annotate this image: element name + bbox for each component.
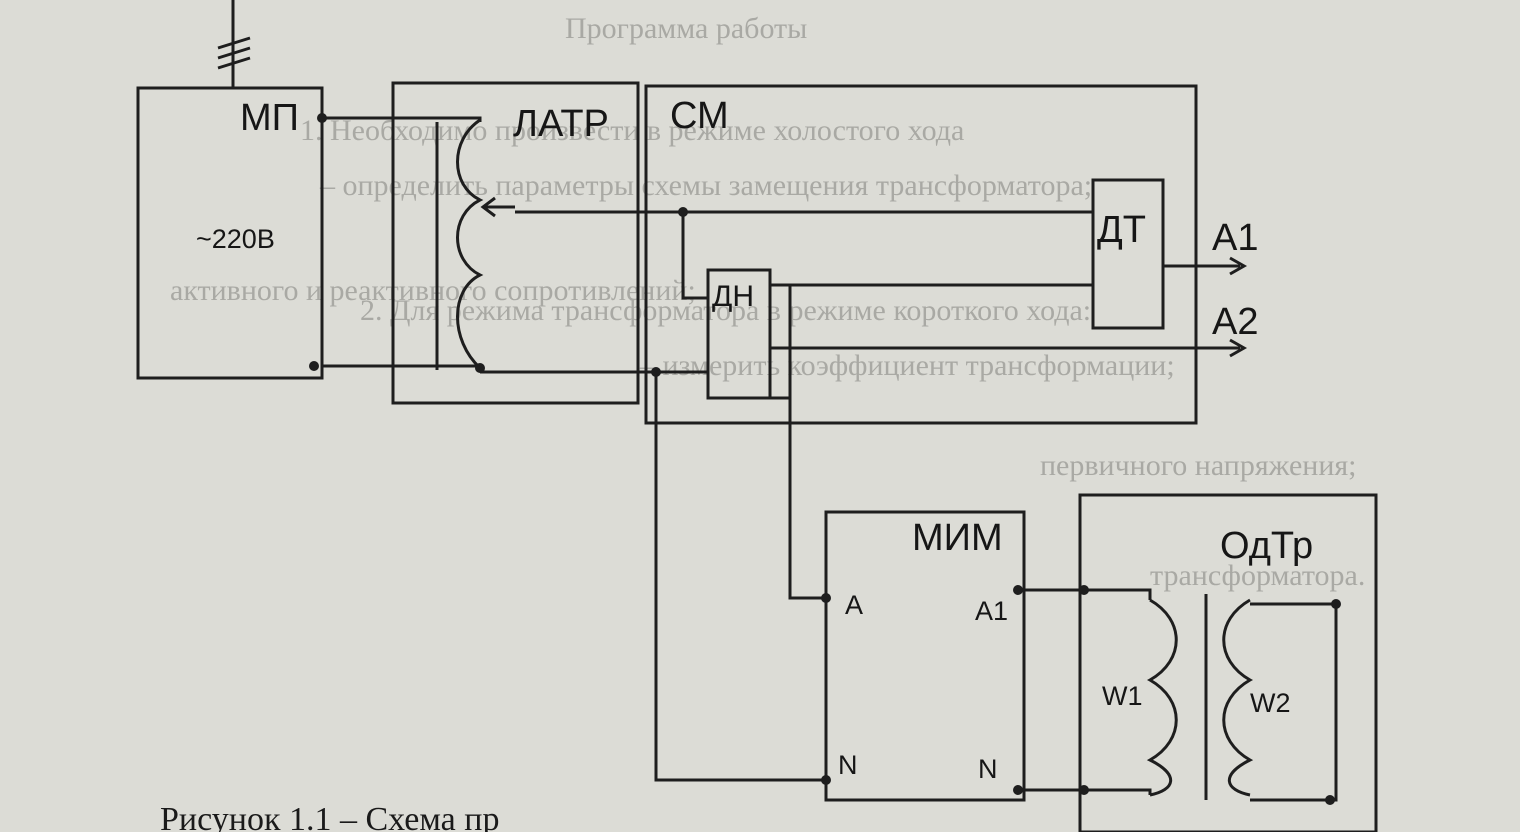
odtr-w1-label: W1	[1102, 681, 1143, 711]
bleed-line-7: первичного напряжения;	[1040, 449, 1357, 482]
mim-label: МИМ	[912, 517, 1003, 559]
supply-hatch	[217, 0, 251, 88]
junction-dn-branch	[678, 207, 688, 217]
junction-mim-a	[821, 593, 831, 603]
bleed-line-3: – определить параметры схемы замещения т…	[319, 169, 1092, 202]
odtr-coil-w1	[1146, 598, 1178, 797]
junction-odtr-out-top	[1331, 599, 1341, 609]
dt-label: ДТ	[1097, 209, 1146, 251]
block-latr: ЛАТР	[391, 81, 640, 405]
bleed-line-6: – измерить коэффициент трансформации;	[639, 349, 1175, 382]
junction-neutral	[651, 367, 661, 377]
block-odtr: ОдТр W1 W2	[1078, 493, 1378, 832]
junction-mim-n-out	[1013, 785, 1023, 795]
bleed-through-text: Программа работы 1. Необходимо произвест…	[170, 12, 1365, 592]
latr-label: ЛАТР	[513, 103, 609, 145]
bleed-line-1: Программа работы	[565, 12, 807, 45]
odtr-label: ОдТр	[1220, 525, 1313, 567]
mim-pin-n: N	[838, 750, 858, 780]
mim-pin-n-out: N	[978, 754, 998, 784]
junction-mp-bottom	[309, 361, 319, 371]
junction-odtr-in-top	[1079, 585, 1089, 595]
dn-label: ДН	[712, 280, 754, 313]
block-mim: МИМ A N A1 N	[824, 510, 1026, 802]
block-dt: ДТ	[1091, 178, 1165, 330]
junction-mp-top	[317, 113, 327, 123]
mim-pin-a1: A1	[975, 596, 1008, 626]
junction-latr-bottom	[475, 363, 485, 373]
bleed-line-8: трансформатора.	[1150, 559, 1365, 592]
block-dn: ДН	[706, 268, 772, 400]
junction-odtr-in-bottom	[1079, 785, 1089, 795]
bleed-line-5: 2. Для режима трансформатора в режиме ко…	[360, 294, 1091, 327]
mp-voltage-label: ~220В	[196, 224, 275, 254]
junction-mim-a1	[1013, 585, 1023, 595]
odtr-coil-w2	[1222, 598, 1254, 797]
block-mp: МП ~220В	[136, 86, 324, 380]
junction-odtr-out-bottom	[1325, 795, 1335, 805]
sm-label: СМ	[670, 95, 729, 137]
output-a2-label: A2	[1212, 301, 1258, 343]
bleed-line-4: активного и реактивного сопротивлений;	[170, 274, 696, 307]
junctions	[309, 113, 1341, 805]
junction-mim-n	[821, 775, 831, 785]
mp-label: МП	[240, 97, 299, 139]
output-a1-label: A1	[1212, 217, 1258, 259]
figure-caption: Рисунок 1.1 – Схема пр	[160, 801, 499, 832]
odtr-w2-label: W2	[1250, 688, 1291, 718]
block-sm: СМ	[644, 84, 1198, 425]
mim-pin-a: A	[845, 590, 863, 620]
latr-coil	[456, 118, 484, 370]
wiring	[322, 116, 1338, 802]
